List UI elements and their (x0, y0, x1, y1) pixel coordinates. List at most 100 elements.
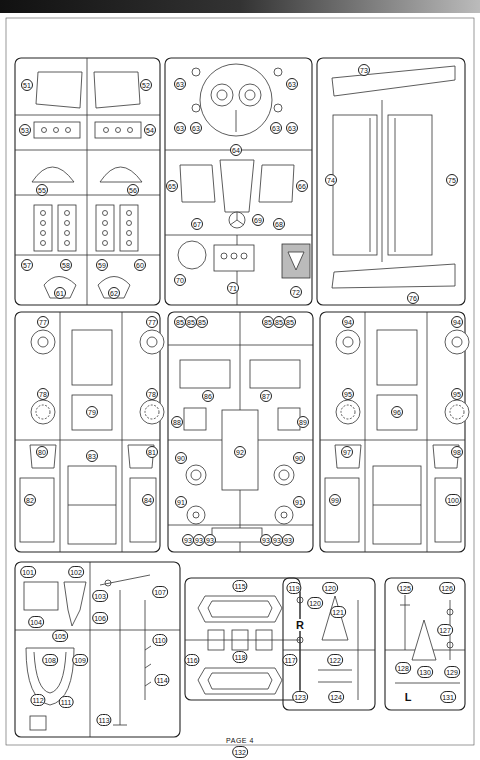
callout-number: 77 (37, 316, 49, 328)
callout-number: 126 (439, 582, 455, 594)
callout-number: 56 (127, 184, 139, 196)
callout-number: 70 (174, 274, 186, 286)
callout-number: 90 (293, 452, 305, 464)
callout-number: 58 (60, 259, 72, 271)
callout-number: 63 (174, 122, 186, 134)
callout-number: 111 (59, 696, 74, 708)
callout-number: 131 (440, 691, 456, 703)
side-letter: L (404, 691, 413, 703)
callout-number: 90 (175, 452, 187, 464)
callout-number: 72 (290, 286, 302, 298)
callout-number: 130 (417, 666, 433, 678)
callout-number: 119 (286, 582, 301, 594)
callout-number: 87 (260, 390, 272, 402)
callout-number: 81 (146, 446, 158, 458)
callout-number: 68 (273, 218, 285, 230)
callout-number: 125 (397, 582, 413, 594)
callout-number: 102 (68, 566, 84, 578)
callout-number: 116 (184, 654, 199, 666)
callout-number: 73 (358, 64, 370, 76)
callout-number: 69 (252, 214, 264, 226)
callout-number: 63 (190, 122, 202, 134)
callout-number: 85 (196, 316, 208, 328)
callout-number: 55 (36, 184, 48, 196)
callout-number: 63 (286, 78, 298, 90)
callout-number: 110 (152, 634, 167, 646)
callout-number: 129 (444, 666, 460, 678)
callout-number: 83 (86, 450, 98, 462)
callout-number: 120 (307, 597, 323, 609)
callout-number: 94 (451, 316, 463, 328)
callout-number: 63 (286, 122, 298, 134)
callout-number: 61 (54, 287, 66, 299)
callout-number: 99 (329, 494, 341, 506)
callout-number: 86 (202, 390, 214, 402)
callout-number: 115 (232, 580, 247, 592)
callout-number: 88 (171, 416, 183, 428)
callout-number: 92 (234, 446, 246, 458)
callout-number: 132 (232, 746, 248, 758)
callout-number: 118 (232, 651, 247, 663)
callout-number: 57 (21, 259, 33, 271)
callout-number: 120 (322, 582, 338, 594)
callout-number: 52 (140, 79, 152, 91)
callout-number: 114 (154, 674, 169, 686)
callout-number: 75 (446, 174, 458, 186)
callout-number: 96 (391, 406, 403, 418)
callout-number: 77 (146, 316, 158, 328)
callout-number: 101 (20, 566, 36, 578)
callout-number: 91 (175, 496, 187, 508)
callout-number: 51 (21, 79, 33, 91)
callout-number: 112 (30, 694, 45, 706)
callout-number: 78 (146, 388, 158, 400)
callout-number: 89 (297, 416, 309, 428)
callout-number: 60 (134, 259, 146, 271)
callout-number: 97 (341, 446, 353, 458)
callout-number: 84 (142, 494, 154, 506)
callout-number: 109 (72, 654, 88, 666)
callout-number: 94 (342, 316, 354, 328)
callout-number: 76 (407, 292, 419, 304)
callout-number: 98 (451, 446, 463, 458)
callout-number: 121 (330, 606, 346, 618)
callout-number: 67 (191, 218, 203, 230)
callout-number: 95 (451, 388, 463, 400)
callout-number: 53 (19, 124, 31, 136)
callout-number: 54 (144, 124, 156, 136)
callout-number: 104 (28, 616, 44, 628)
callout-number: 127 (437, 624, 453, 636)
callout-number: 63 (174, 78, 186, 90)
callout-number: 85 (284, 316, 296, 328)
callout-number: 93 (282, 534, 294, 546)
callout-number: 106 (92, 612, 108, 624)
callout-number: 100 (445, 494, 461, 506)
callout-number: 59 (96, 259, 108, 271)
header-bar (0, 0, 480, 13)
callout-number: 78 (37, 388, 49, 400)
callout-number: 62 (108, 287, 120, 299)
callout-number: 122 (327, 654, 343, 666)
callout-number: 123 (292, 691, 308, 703)
callout-number: 91 (293, 496, 305, 508)
callout-number: 107 (152, 586, 168, 598)
page-number: PAGE 4 (226, 737, 254, 744)
callout-number: 117 (282, 654, 297, 666)
callout-number: 64 (230, 144, 242, 156)
callout-number: 124 (328, 691, 344, 703)
callout-number: 79 (86, 406, 98, 418)
callout-number: 71 (227, 282, 239, 294)
callout-number: 128 (395, 662, 411, 674)
callout-number: 108 (42, 654, 58, 666)
callout-number: 80 (36, 446, 48, 458)
callout-number: 65 (166, 180, 178, 192)
callout-number: 82 (24, 494, 36, 506)
callout-number: 105 (52, 630, 68, 642)
callout-number: 95 (342, 388, 354, 400)
callout-number: 113 (96, 714, 111, 726)
callout-number: 66 (296, 180, 308, 192)
side-letter: R (295, 619, 305, 631)
callout-number: 103 (92, 590, 108, 602)
callout-number: 93 (204, 534, 216, 546)
